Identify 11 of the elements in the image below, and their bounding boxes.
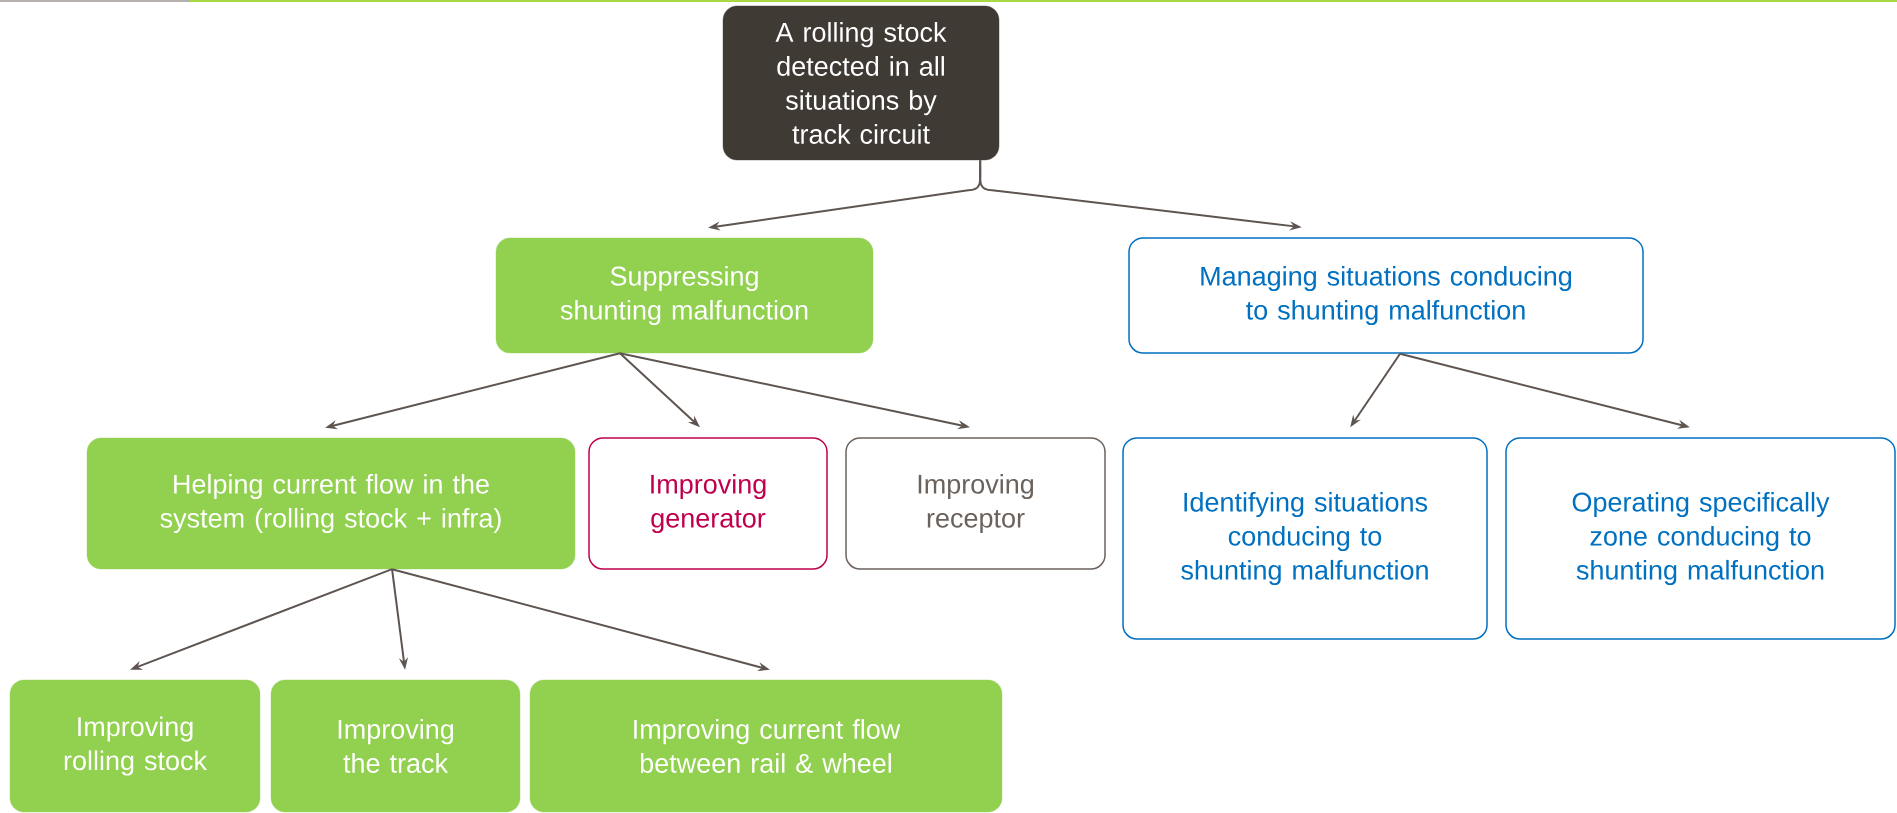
process-box: Managing situations conducing to shunting malfunction: [1128, 237, 1644, 354]
goal-box: A rolling stock detected in all situations by track circuit: [722, 5, 1000, 161]
process-box: Improving rolling stock: [9, 679, 261, 813]
process-box: Helping current flow in the system (rolling stock + infra): [86, 437, 576, 570]
process-box: Improving current flow between rail & wheel: [529, 679, 1003, 813]
process-box: Suppressing shunting malfunction: [495, 237, 874, 354]
process-box: Improving receptor: [845, 437, 1106, 570]
process-box: Improving generator: [588, 437, 828, 570]
process-box: Improving the track: [270, 679, 521, 813]
process-box: Identifying situations conducing to shunting malfunction: [1122, 437, 1488, 640]
process-box: Operating specifically zone conducing to shunting malfunction: [1505, 437, 1896, 640]
